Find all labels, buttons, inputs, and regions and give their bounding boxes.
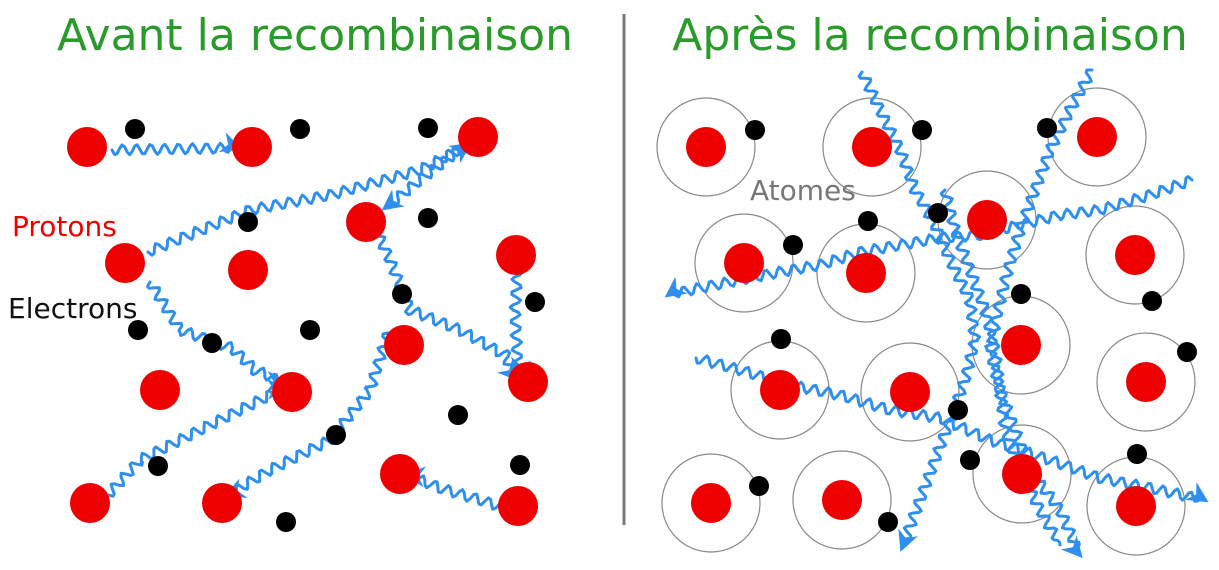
proton (67, 127, 107, 167)
photon-path (371, 228, 519, 382)
electron (300, 320, 320, 340)
atom-orbit (656, 97, 756, 197)
proton (890, 372, 930, 412)
electron (960, 450, 980, 470)
electron (771, 329, 791, 349)
proton (691, 483, 731, 523)
proton (272, 372, 312, 412)
electron (749, 476, 769, 496)
electron (525, 292, 545, 312)
electron (948, 400, 968, 420)
proton (498, 486, 538, 526)
proton (1077, 117, 1117, 157)
photon-path (224, 331, 392, 498)
left-title: Avant la recombinaison (57, 10, 573, 61)
atom-orbit (792, 450, 892, 550)
proton (458, 117, 498, 157)
electron (1142, 291, 1162, 311)
proton (1126, 362, 1166, 402)
photon-path (146, 142, 472, 257)
proton (70, 483, 110, 523)
atom-orbit (1085, 205, 1185, 305)
photon-path (857, 70, 982, 552)
atom-orbit (860, 342, 960, 442)
proton (105, 243, 145, 283)
photon-path (664, 175, 1194, 299)
photon-path (110, 132, 242, 157)
proton (232, 127, 272, 167)
electron (1037, 118, 1057, 138)
electron (276, 512, 296, 532)
proton (1116, 486, 1156, 526)
proton (1115, 235, 1155, 275)
electron (783, 235, 803, 255)
proton (228, 250, 268, 290)
proton (1001, 325, 1041, 365)
proton (202, 483, 242, 523)
photon-path (106, 378, 289, 498)
photon-path (508, 260, 532, 380)
electron (1127, 444, 1147, 464)
photons-layer (106, 68, 1209, 559)
atom-orbit (694, 213, 794, 313)
electron (418, 208, 438, 228)
electron (392, 284, 412, 304)
right-title: Après la recombinaison (672, 10, 1187, 61)
electron (1177, 342, 1197, 362)
electron (148, 456, 168, 476)
proton (508, 362, 548, 402)
particles-layer (67, 117, 1197, 532)
proton (846, 253, 886, 293)
atomes-label: Atomes (750, 174, 856, 207)
protons-label: Protons (12, 210, 117, 243)
electron (326, 425, 346, 445)
electron (238, 212, 258, 232)
electron (510, 455, 530, 475)
electron (125, 119, 145, 139)
electron (448, 405, 468, 425)
electron (878, 512, 898, 532)
electrons-label: Electrons (8, 292, 137, 325)
proton (686, 127, 726, 167)
electron (1011, 284, 1031, 304)
electron (418, 118, 438, 138)
proton (724, 243, 764, 283)
atom-orbit (661, 453, 761, 553)
proton (967, 200, 1007, 240)
proton (822, 480, 862, 520)
proton (384, 325, 424, 365)
electron (290, 119, 310, 139)
electron (128, 320, 148, 340)
proton (140, 370, 180, 410)
atom-orbit (1096, 332, 1196, 432)
proton (496, 235, 536, 275)
electron (858, 211, 878, 231)
electron (745, 120, 765, 140)
proton (760, 370, 800, 410)
electron (202, 333, 222, 353)
electron (912, 120, 932, 140)
electron (928, 203, 948, 223)
proton (1002, 454, 1042, 494)
photon-path (381, 138, 472, 211)
proton (852, 127, 892, 167)
proton (380, 454, 420, 494)
photon-path (146, 280, 289, 392)
proton (346, 202, 386, 242)
